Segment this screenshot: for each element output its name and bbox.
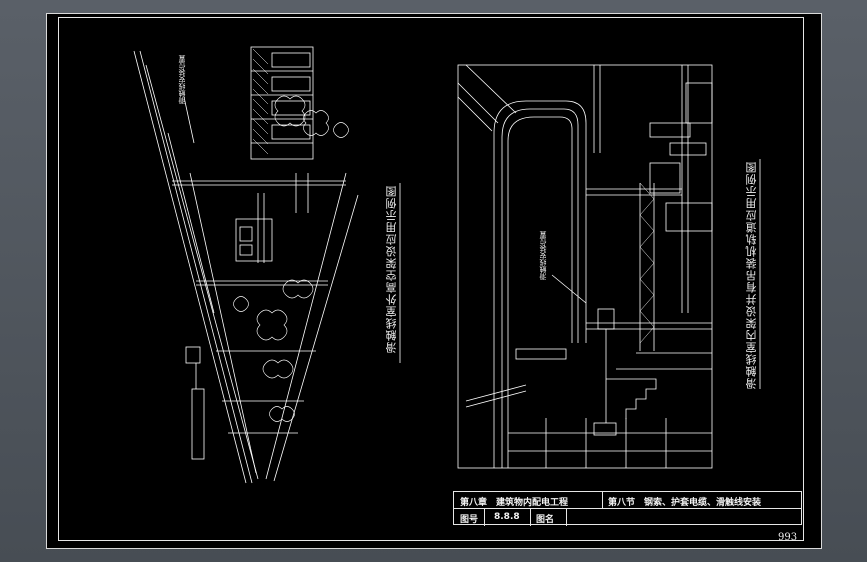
- chapter-label: 第八章 建筑物内配电工程: [460, 498, 569, 508]
- right-illustration: [457, 64, 713, 469]
- sheet-inner-border: [58, 17, 804, 541]
- left-illustration: [133, 46, 359, 484]
- title-block: 第八章 建筑物内配电工程 第八节 钢索、护套电缆、滑触线安装 图号 8.8.8 …: [453, 491, 802, 526]
- drawing-sheet: 滑触线安装位置 滑触线室外高空架设应用示例图 滑触线安装位置 滑触线室内架设并有…: [46, 13, 822, 549]
- sheet-outer-border: [46, 13, 822, 549]
- page-number: 993: [778, 532, 798, 543]
- figure-name-label: 图名: [536, 515, 555, 525]
- left-panel-title: 滑触线室外高空架设应用示例图: [385, 185, 398, 353]
- title-block-divider: [454, 508, 801, 509]
- figure-number: 8.8.8: [494, 512, 520, 522]
- title-block-col-divider: [484, 508, 485, 526]
- left-install-position-label: 滑触线安装位置: [178, 55, 186, 104]
- figure-number-label: 图号: [460, 515, 479, 525]
- section-label: 第八节 钢索、护套电缆、滑触线安装: [608, 498, 762, 508]
- title-block-col-divider: [530, 508, 531, 526]
- right-panel-title: 滑触线室内架设并有吊装机轨道应用示例图: [745, 161, 758, 389]
- cad-linework: [133, 46, 761, 484]
- title-block-col-divider: [602, 492, 603, 509]
- right-install-position-label: 滑触线安装位置: [539, 231, 547, 280]
- title-block-col-divider: [566, 508, 567, 526]
